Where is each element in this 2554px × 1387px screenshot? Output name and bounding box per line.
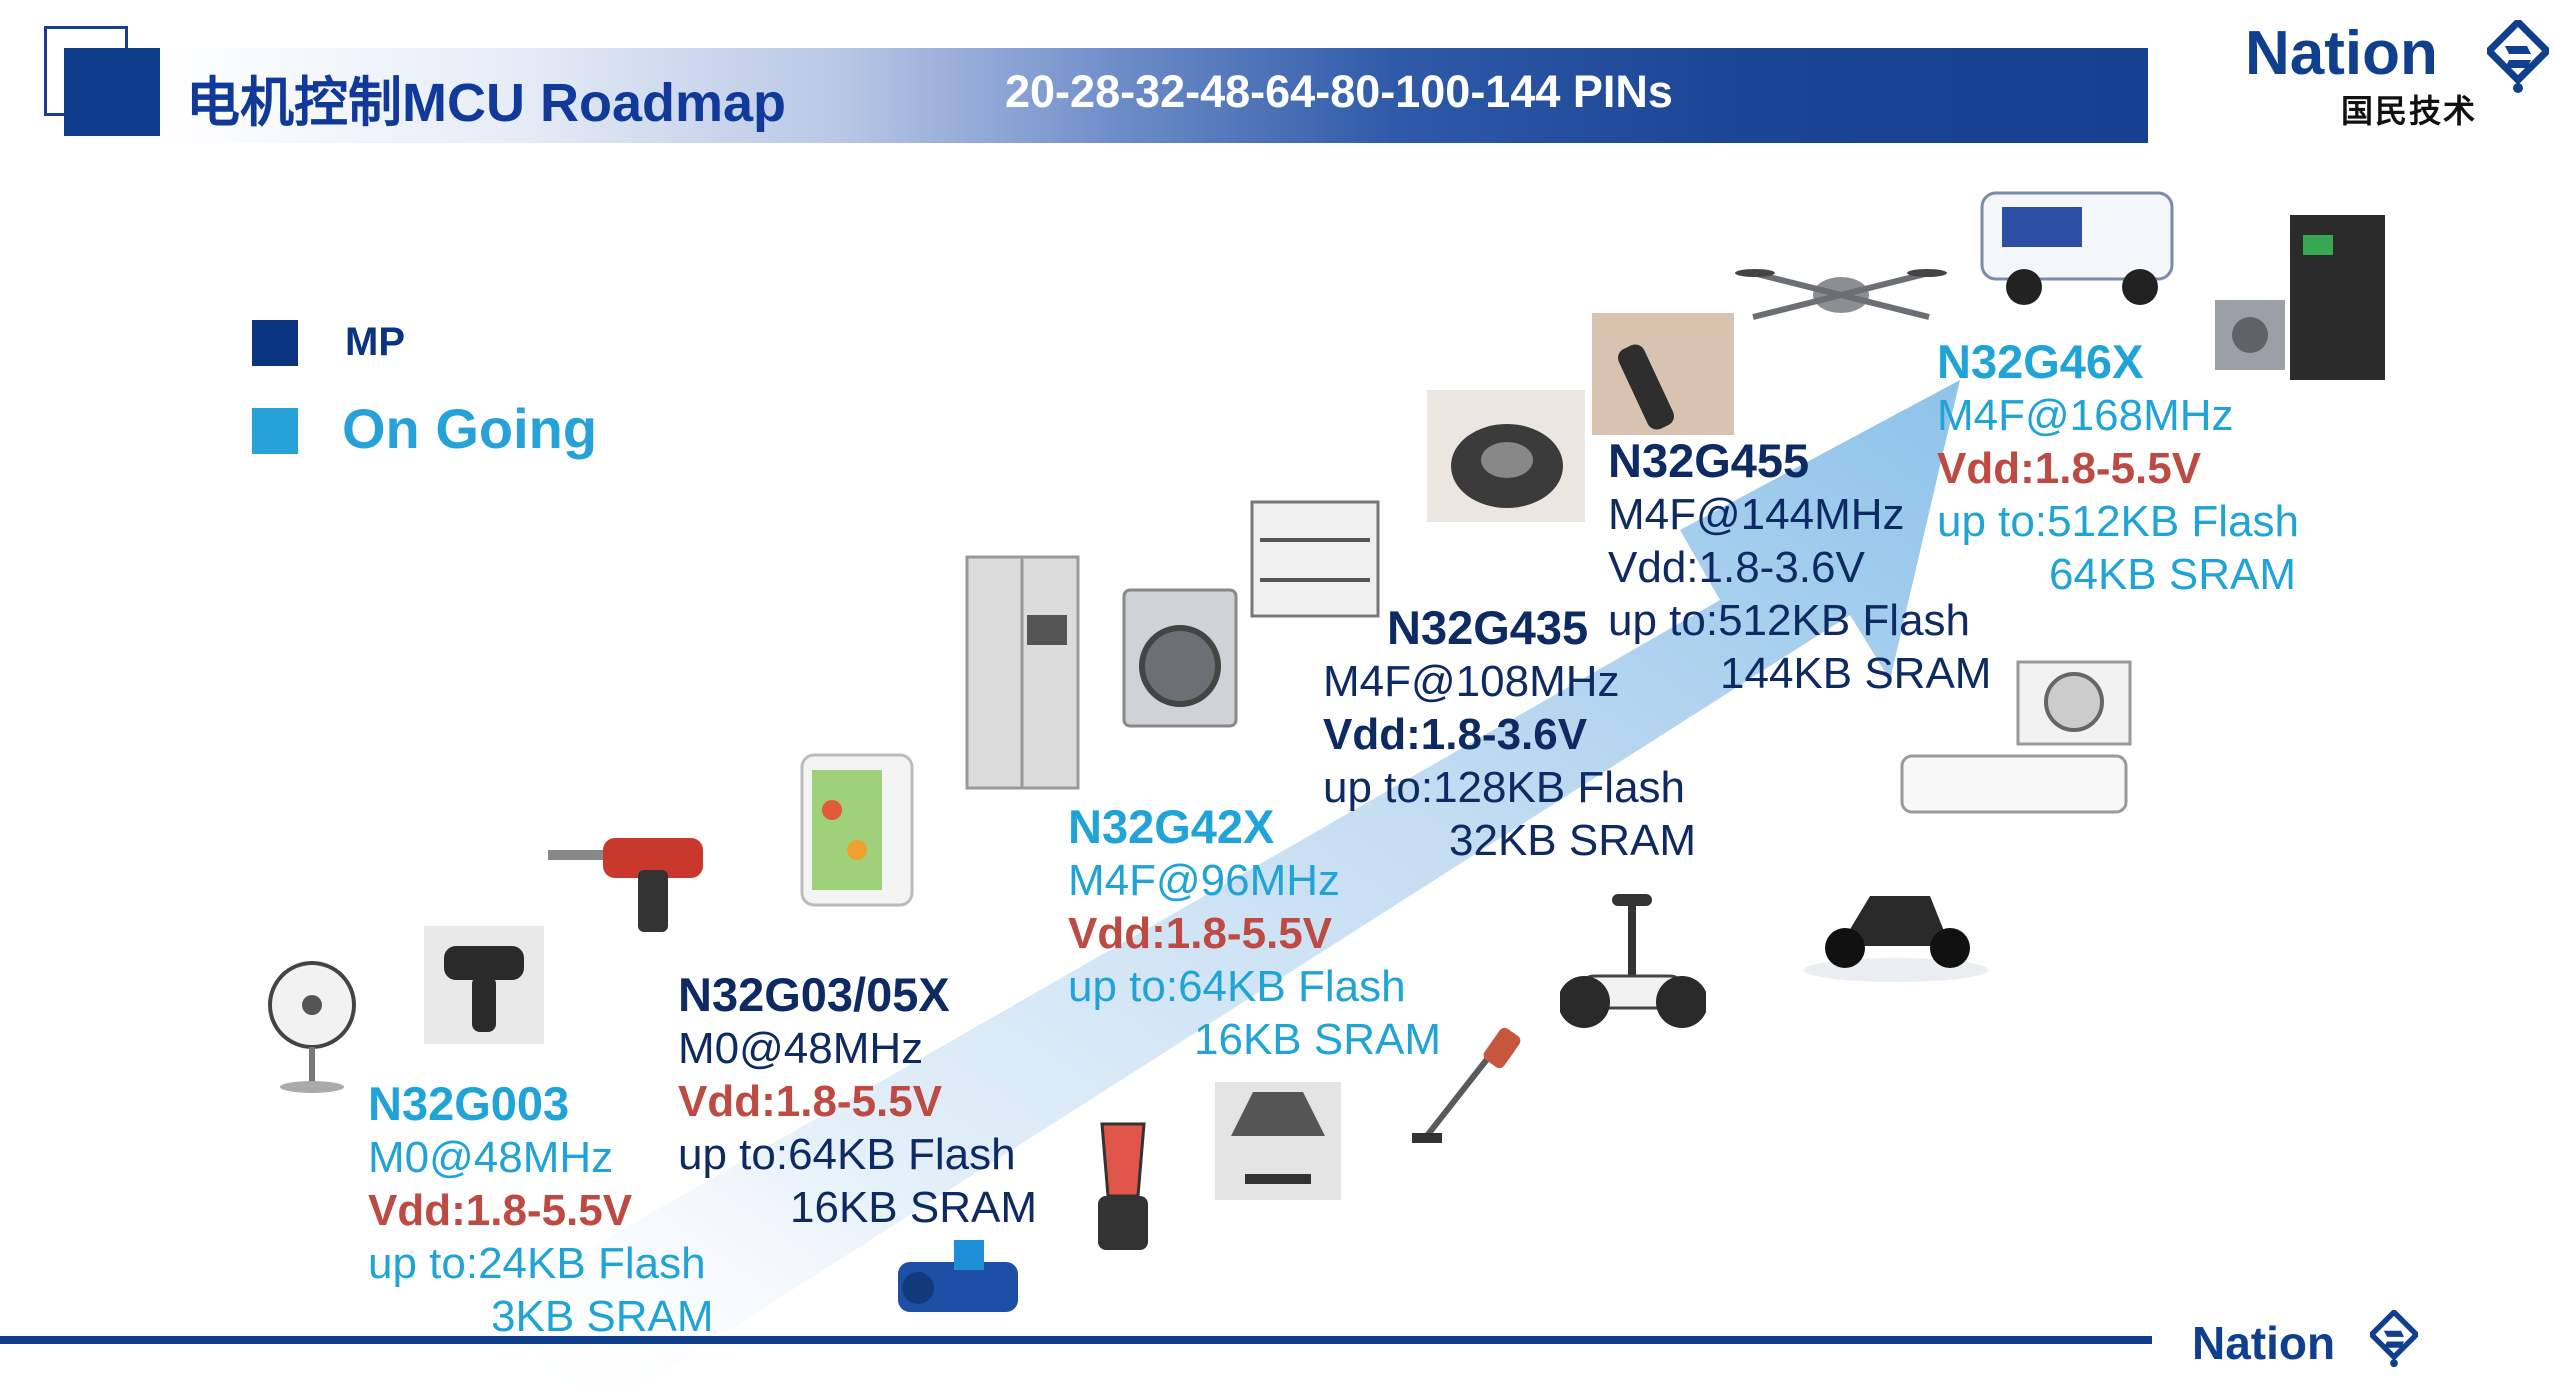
stick-vacuum-image <box>1412 1027 1521 1143</box>
legend-ongoing-swatch <box>252 408 298 454</box>
massage-gun-image <box>424 926 544 1044</box>
page-title: 电机控制MCU Roadmap <box>186 73 787 133</box>
product-vdd: Vdd:1.8-3.6V <box>1608 543 1865 592</box>
product-sram: 64KB SRAM <box>2049 550 2296 599</box>
product-flash: up to:512KB Flash <box>1608 596 1971 645</box>
header-corner-square <box>64 48 160 136</box>
product-vdd: Vdd:1.8-5.5V <box>678 1077 943 1126</box>
water-pump-image <box>898 1240 1018 1312</box>
dishwasher-image <box>1250 500 1380 618</box>
pin-count-subtitle: 20-28-32-48-64-80-100-144 PINs <box>1005 66 1673 117</box>
logo-chinese-name: 国民技术 <box>2341 93 2478 129</box>
product-core: M4F@144MHz <box>1608 490 1905 539</box>
legend-mp-swatch <box>252 320 298 366</box>
footer-logo-wordmark: Nation <box>2192 1317 2336 1369</box>
refrigerator-image <box>965 555 1080 790</box>
product-name: N32G03/05X <box>678 968 950 1021</box>
product-flash: up to:64KB Flash <box>678 1130 1016 1179</box>
electric-patrol-car-image <box>1980 191 2174 305</box>
product-core: M0@48MHz <box>678 1024 924 1073</box>
product-n32g435: N32G435 M4F@108MHz Vdd:1.8-3.6V up to:12… <box>1323 601 1696 867</box>
product-n32g42x: N32G42X M4F@96MHz Vdd:1.8-5.5V up to:64K… <box>1068 800 1441 1066</box>
legend-mp-label: MP <box>345 320 405 364</box>
product-flash: up to:128KB Flash <box>1323 763 1686 812</box>
product-sram: 16KB SRAM <box>1194 1015 1441 1064</box>
drone-image <box>1735 269 1947 320</box>
product-n32g46x: N32G46X M4F@168MHz Vdd:1.8-5.5V up to:51… <box>1937 335 2299 601</box>
mini-fridge-image <box>800 753 914 907</box>
product-sram: 16KB SRAM <box>790 1183 1037 1232</box>
product-sram: 32KB SRAM <box>1449 816 1696 865</box>
logo-wordmark: Nation <box>2245 19 2438 88</box>
range-hood-image <box>1215 1082 1341 1200</box>
servo-drive-image <box>2215 215 2385 380</box>
product-core: M4F@96MHz <box>1068 856 1341 905</box>
nation-diamond-icon <box>2370 1310 2418 1368</box>
power-drill-image <box>548 838 703 932</box>
product-n32g003: N32G003 M0@48MHz Vdd:1.8-5.5V up to:24KB… <box>368 1077 714 1343</box>
product-sram: 144KB SRAM <box>1720 649 1992 698</box>
product-core: M4F@168MHz <box>1937 391 2234 440</box>
product-vdd: Vdd:1.8-5.5V <box>1068 909 1333 958</box>
footer-nation-logo: Nation <box>2192 1310 2432 1380</box>
product-name: N32G42X <box>1068 800 1275 853</box>
product-core: M4F@108MHz <box>1323 657 1620 706</box>
electric-scooter-image <box>1804 896 1988 982</box>
hair-trimmer-image <box>1592 313 1734 435</box>
product-n32g03-05x: N32G03/05X M0@48MHz Vdd:1.8-5.5V up to:6… <box>678 968 1037 1234</box>
product-flash: up to:512KB Flash <box>1937 497 2300 546</box>
product-flash: up to:64KB Flash <box>1068 962 1406 1011</box>
product-vdd: Vdd:1.8-3.6V <box>1323 710 1588 759</box>
nation-diamond-icon <box>2487 20 2549 93</box>
product-vdd: Vdd:1.8-5.5V <box>1937 444 2202 493</box>
product-flash: up to:24KB Flash <box>368 1239 706 1288</box>
robot-vacuum-image <box>1427 390 1585 522</box>
air-conditioner-image <box>1900 660 2132 814</box>
product-name: N32G46X <box>1937 335 2144 388</box>
header-banner <box>160 48 2148 143</box>
self-balancing-scooter-image <box>1560 894 1706 1028</box>
product-name: N32G435 <box>1387 601 1589 654</box>
product-core: M0@48MHz <box>368 1133 614 1182</box>
product-sram: 3KB SRAM <box>491 1292 714 1341</box>
washing-machine-image <box>1122 588 1238 728</box>
footer-rule <box>0 1336 2152 1344</box>
nation-logo: Nation 国民技术 <box>2245 18 2549 129</box>
product-name: N32G003 <box>368 1077 570 1130</box>
fan-image <box>268 961 356 1093</box>
legend-ongoing-label: On Going <box>342 397 598 460</box>
product-vdd: Vdd:1.8-5.5V <box>368 1186 633 1235</box>
product-n32g455: N32G455 M4F@144MHz Vdd:1.8-3.6V up to:51… <box>1608 434 1991 700</box>
blender-image <box>1098 1122 1148 1250</box>
product-name: N32G455 <box>1608 434 1810 487</box>
